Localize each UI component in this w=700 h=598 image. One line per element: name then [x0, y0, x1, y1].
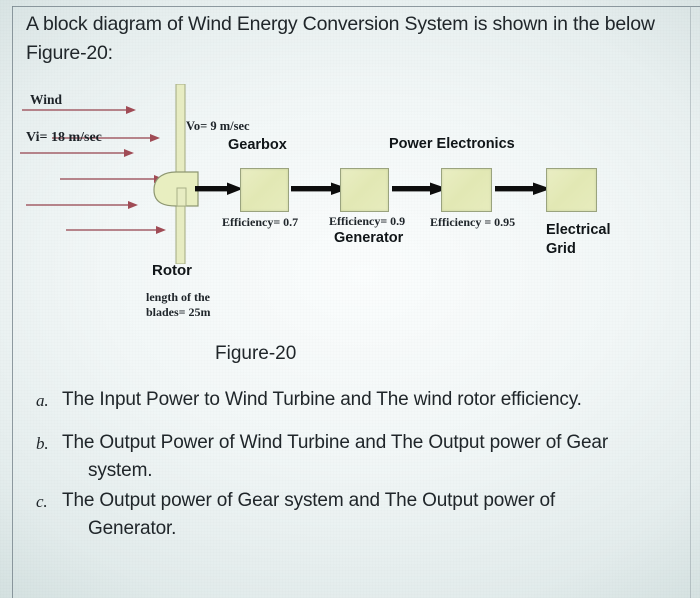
question-marker-a: a. — [36, 391, 49, 410]
gearbox-block[interactable] — [240, 168, 289, 212]
question-text-a: The Input Power to Wind Turbine and The … — [62, 386, 682, 414]
power-electronics-block[interactable] — [441, 168, 492, 212]
gearbox-efficiency-label: Efficiency= 0.7 — [222, 215, 299, 229]
electrical-grid-block[interactable] — [546, 168, 597, 212]
question-text-b-line1: The Output Power of Wind Turbine and The… — [62, 432, 609, 453]
flow-arrows-group — [195, 182, 551, 195]
generator-label: Generator — [334, 230, 404, 246]
question-text-b-line2: system. — [88, 460, 153, 481]
question-marker-b: b. — [36, 434, 49, 453]
generator-block[interactable] — [340, 168, 389, 212]
question-list: a. The Input Power to Wind Turbine and T… — [36, 386, 682, 557]
rotor-label: Rotor — [152, 262, 192, 279]
inlet-velocity-label: Vi= 18 m/sec — [26, 130, 102, 145]
gearbox-label: Gearbox — [228, 137, 287, 153]
outlet-velocity-label: Vo= 9 m/sec — [186, 119, 250, 133]
page-rule-left — [12, 6, 13, 598]
page-rule-right — [690, 6, 691, 598]
electrical-grid-label-line2: Grid — [546, 241, 576, 257]
power-electronics-efficiency-label: Efficiency = 0.95 — [430, 215, 516, 229]
power-electronics-label: Power Electronics — [389, 136, 515, 152]
electrical-grid-label-line1: Electrical — [546, 222, 611, 238]
intro-line-2: Figure-20: — [26, 42, 113, 64]
rotor-assembly — [153, 84, 199, 264]
blade-length-note: length of the blades= 25m — [146, 290, 211, 320]
wind-label: Wind — [30, 92, 63, 107]
question-marker-c: c. — [36, 492, 48, 511]
blade-note-line-2: blades= 25m — [146, 305, 211, 319]
question-text-a-line1: The Input Power to Wind Turbine and The … — [62, 389, 582, 410]
blade-note-line-1: length of the — [146, 290, 210, 304]
figure-caption: Figure-20 — [215, 343, 297, 364]
question-item-b: b. The Output Power of Wind Turbine and … — [36, 429, 682, 485]
generator-efficiency-label: Efficiency= 0.9 — [329, 214, 406, 228]
question-text-b: The Output Power of Wind Turbine and The… — [62, 429, 682, 485]
intro-paragraph: A block diagram of Wind Energy Conversio… — [26, 10, 676, 68]
question-item-a: a. The Input Power to Wind Turbine and T… — [36, 386, 682, 415]
question-text-c: The Output power of Gear system and The … — [62, 487, 682, 543]
page-rule-top — [12, 6, 700, 7]
question-text-c-line1: The Output power of Gear system and The … — [62, 490, 556, 511]
question-text-c-line2: Generator. — [88, 518, 177, 539]
intro-line-1: A block diagram of Wind Energy Conversio… — [26, 13, 655, 35]
question-item-c: c. The Output power of Gear system and T… — [36, 487, 682, 543]
wind-arrows-group — [20, 106, 166, 234]
